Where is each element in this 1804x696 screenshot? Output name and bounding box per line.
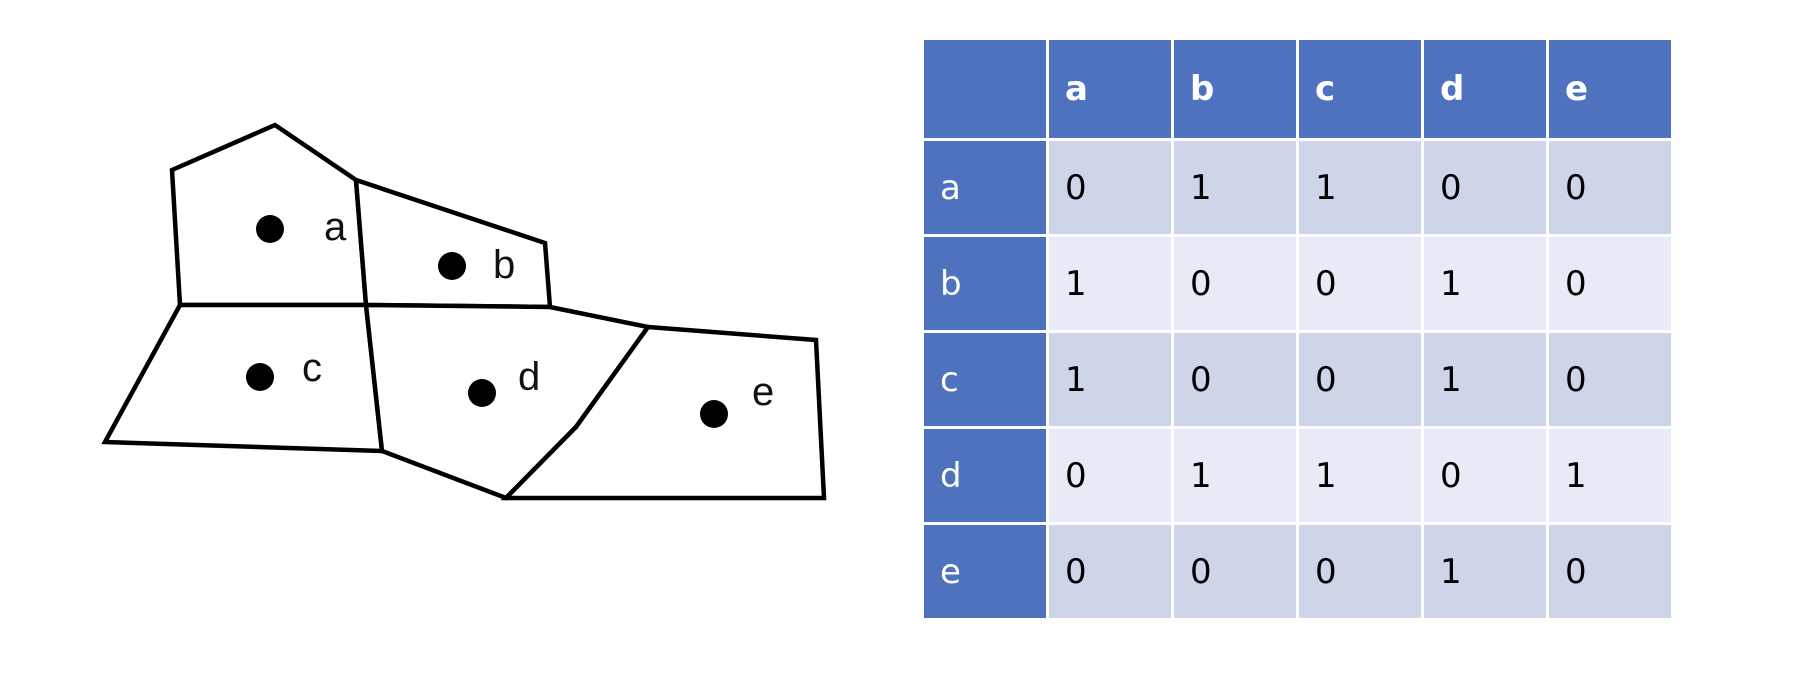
matrix-cell: 1 [1424, 237, 1549, 333]
matrix-cell: 1 [1049, 237, 1174, 333]
matrix-row-c: c 1 0 0 1 0 [924, 333, 1674, 429]
matrix-row-e: e 0 0 0 1 0 [924, 525, 1674, 621]
region-map: a b c d e [101, 122, 827, 501]
matrix-cell: 0 [1049, 525, 1174, 621]
matrix-cell: 1 [1424, 525, 1549, 621]
row-header-b: b [924, 237, 1049, 333]
column-header-b: b [1174, 40, 1299, 141]
matrix-cell: 0 [1049, 429, 1174, 525]
row-header-a: a [924, 141, 1049, 237]
region-c [101, 302, 385, 454]
matrix-cell: 1 [1174, 141, 1299, 237]
region-label-b: b [493, 243, 515, 287]
centroid-dot-e [700, 400, 728, 428]
matrix-header-row: a b c d e [924, 40, 1674, 141]
matrix-cell: 0 [1424, 141, 1549, 237]
matrix-cell: 0 [1549, 525, 1674, 621]
matrix-cell: 1 [1299, 141, 1424, 237]
region-e [500, 324, 827, 501]
matrix-cell: 0 [1299, 333, 1424, 429]
centroid-dot-a [256, 215, 284, 243]
column-header-d: d [1424, 40, 1549, 141]
adjacency-matrix: a b c d e a 0 1 1 0 0 b 1 0 0 1 0 c 1 0 … [924, 40, 1674, 621]
region-label-a: a [324, 205, 347, 249]
column-header-c: c [1299, 40, 1424, 141]
matrix-cell: 1 [1049, 333, 1174, 429]
matrix-row-d: d 0 1 1 0 1 [924, 429, 1674, 525]
matrix-cell: 1 [1424, 333, 1549, 429]
region-label-d: d [518, 355, 540, 399]
row-header-e: e [924, 525, 1049, 621]
matrix-cell: 0 [1174, 333, 1299, 429]
column-header-e: e [1549, 40, 1674, 141]
region-b [353, 176, 553, 310]
matrix-row-a: a 0 1 1 0 0 [924, 141, 1674, 237]
centroid-dot-b [438, 252, 466, 280]
matrix-cell: 0 [1424, 429, 1549, 525]
matrix-cell: 0 [1174, 237, 1299, 333]
row-header-c: c [924, 333, 1049, 429]
matrix-cell: 1 [1549, 429, 1674, 525]
matrix-cell: 0 [1174, 525, 1299, 621]
matrix-cell: 0 [1549, 333, 1674, 429]
matrix-cell: 0 [1299, 237, 1424, 333]
matrix-corner-cell [924, 40, 1049, 141]
centroid-dot-c [246, 363, 274, 391]
row-header-d: d [924, 429, 1049, 525]
matrix-row-b: b 1 0 0 1 0 [924, 237, 1674, 333]
matrix-cell: 0 [1049, 141, 1174, 237]
matrix-cell: 0 [1549, 141, 1674, 237]
centroid-dot-d [468, 379, 496, 407]
matrix-cell: 0 [1549, 237, 1674, 333]
matrix-cell: 1 [1174, 429, 1299, 525]
region-label-c: c [302, 346, 322, 390]
region-label-e: e [752, 370, 774, 414]
column-header-a: a [1049, 40, 1174, 141]
matrix-cell: 1 [1299, 429, 1424, 525]
matrix-cell: 0 [1299, 525, 1424, 621]
